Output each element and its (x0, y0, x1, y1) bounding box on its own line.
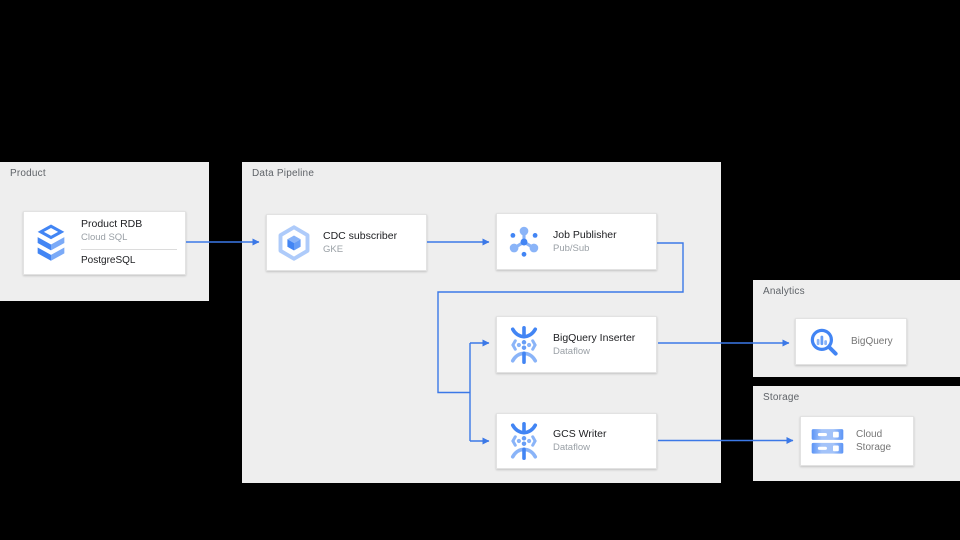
gke-icon (278, 224, 310, 261)
dataflow-icon (510, 421, 538, 461)
dataflow-icon (510, 325, 538, 364)
node-job-publisher-text: Job Publisher Pub/Sub (553, 229, 617, 255)
node-footer: PostgreSQL (81, 255, 136, 267)
node-job-publisher: Job Publisher Pub/Sub (496, 213, 657, 270)
panel-analytics-label: Analytics (763, 286, 805, 297)
node-title: GCS Writer (553, 428, 607, 440)
node-title: BigQuery Inserter (553, 331, 636, 344)
node-product-rdb: Product RDB Cloud SQL PostgreSQL (23, 211, 186, 275)
node-product-rdb-text: Product RDB Cloud SQL PostgreSQL (81, 218, 177, 268)
card-divider (81, 249, 177, 251)
panel-product-label: Product (10, 168, 46, 179)
node-subtitle: Dataflow (553, 345, 590, 357)
node-cloud-storage-text: Cloud Storage (856, 428, 902, 455)
node-cloud-storage: Cloud Storage (800, 416, 914, 466)
node-label: BigQuery (851, 335, 893, 347)
cloud-storage-icon (811, 428, 844, 454)
node-label: Cloud Storage (856, 428, 892, 454)
node-cdc-subscriber-text: CDC subscriber GKE (323, 230, 397, 256)
node-gcs-writer-text: GCS Writer Dataflow (553, 428, 606, 454)
node-bigquery-inserter-text: BigQuery Inserter Dataflow (553, 332, 635, 358)
node-subtitle: GKE (323, 243, 344, 255)
node-subtitle: Dataflow (553, 442, 590, 454)
node-bigquery-inserter: BigQuery Inserter Dataflow (496, 316, 657, 373)
node-bigquery-text: BigQuery (851, 335, 893, 349)
node-title: CDC subscriber (323, 229, 398, 242)
bigquery-icon (810, 328, 838, 356)
node-bigquery: BigQuery (795, 318, 907, 365)
cloud-sql-icon (37, 224, 65, 261)
panel-storage-label: Storage (763, 392, 800, 403)
pubsub-icon (509, 226, 539, 257)
node-title: Job Publisher (553, 228, 617, 241)
node-gcs-writer: GCS Writer Dataflow (496, 413, 657, 469)
node-subtitle: Pub/Sub (553, 242, 590, 254)
node-cdc-subscriber: CDC subscriber GKE (266, 214, 427, 271)
node-subtitle: Cloud SQL (81, 232, 128, 244)
panel-data-pipeline-label: Data Pipeline (252, 168, 315, 179)
node-title: Product RDB (81, 218, 143, 231)
